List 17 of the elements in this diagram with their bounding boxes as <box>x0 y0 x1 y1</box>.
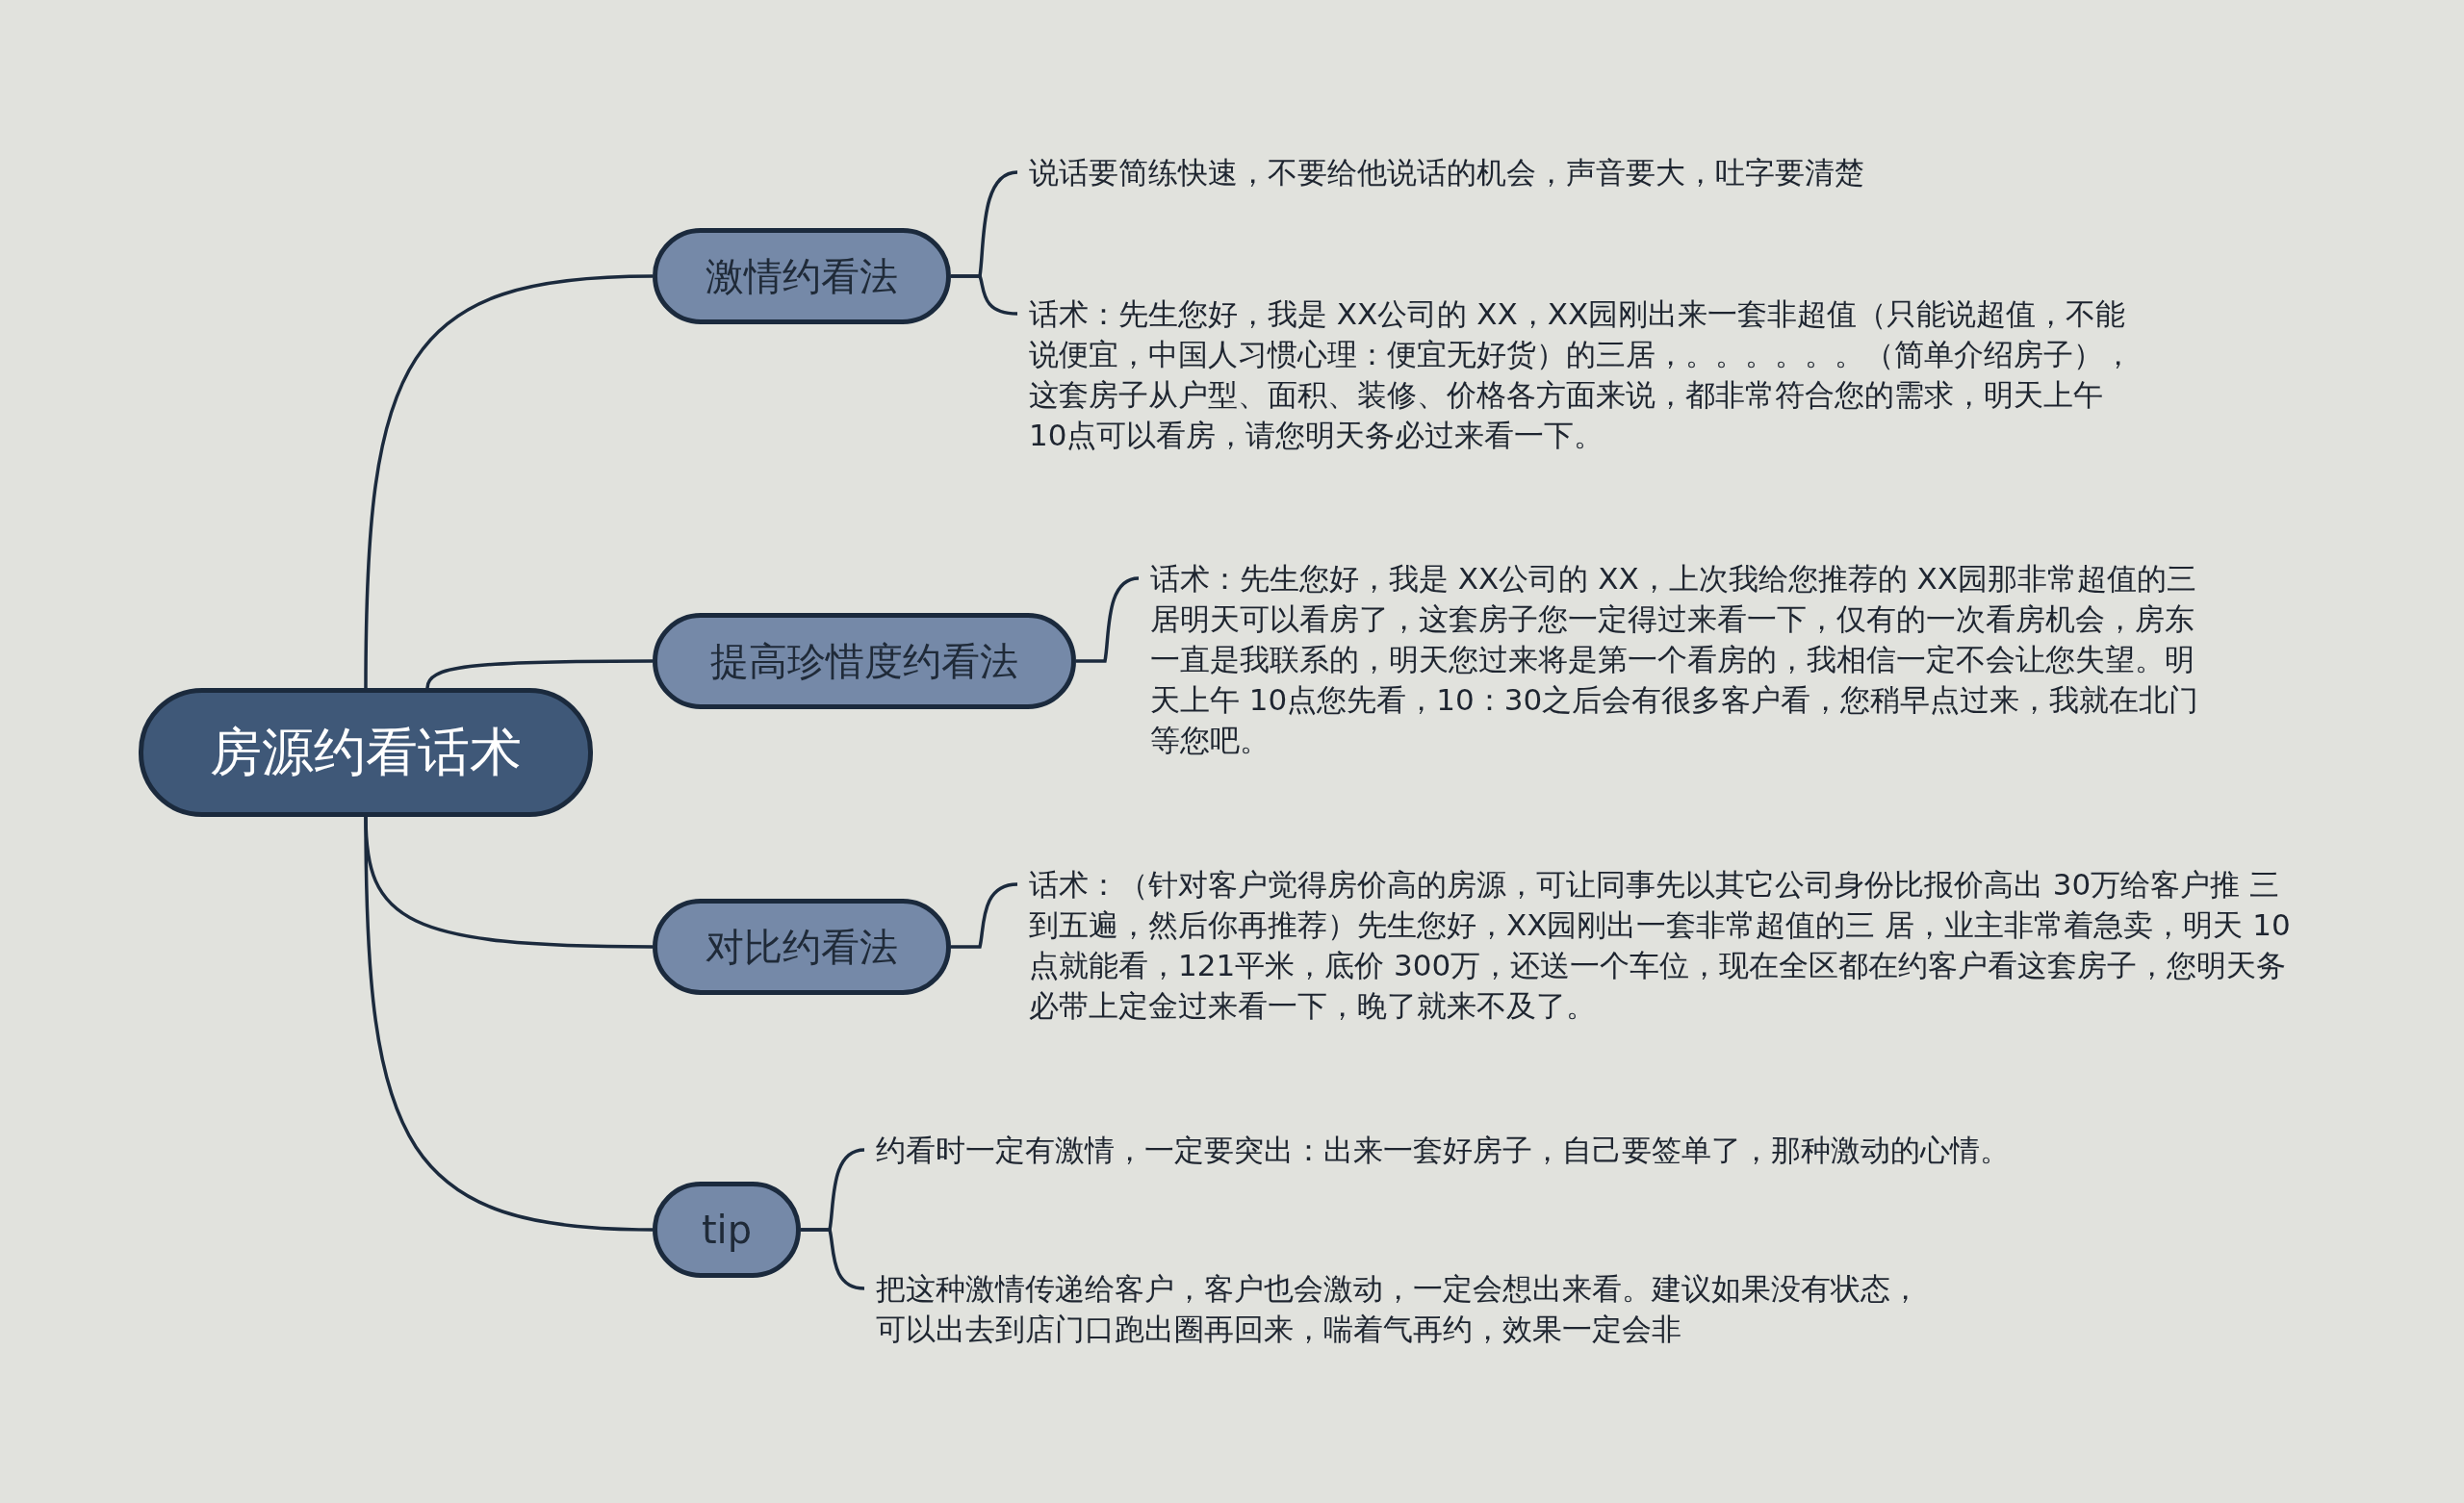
note-text: 把这种激情传递给客户，客户也会激动，一定会想出来看。建议如果没有状态，可以出去到店门口跑出圈再回来，喘着气再约，效果一定会非 <box>876 1268 1944 1349</box>
note-text: 说话要简练快速，不要给他说话的机会，声音要大，吐字要清楚 <box>1029 152 2184 192</box>
topic-box: 提高珍惜度约看法 <box>653 613 1076 709</box>
connector <box>951 882 1018 949</box>
topic-box: 激情约看法 <box>653 228 951 324</box>
connector <box>425 659 653 689</box>
topic-box: 对比约看法 <box>653 899 951 995</box>
note-text: 话术：（针对客户觉得房价高的房源，可让同事先以其它公司身份比报价高出 30万给客户推 三到五遍，然后你再推荐）先生您好，XX园刚出一套非常超值的三 居，业主非常着急卖，明天 10点就能看，121平米，底价 300万，还送一个车位，现在全区都在约客户看这套房子，您明天务必带上定金过来看一下，晚了就来不及了。 <box>1029 864 2309 1026</box>
connector <box>951 274 1018 316</box>
connector <box>364 274 654 689</box>
connector <box>364 816 654 1232</box>
connector <box>801 1228 865 1290</box>
central-topic: 房源约看话术 <box>139 688 593 817</box>
note-text: 约看时一定有激情，一定要突出：出来一套好房子，自己要签单了，那种激动的心情。 <box>876 1130 2223 1170</box>
topic-box: tip <box>653 1182 801 1278</box>
note-text: 话术：先生您好，我是 XX公司的 XX，上次我给您推荐的 XX园那非常超值的三居明天可以看房了，这套房子您一定得过来看一下，仅有的一次看房机会，房东一直是我联系的，明天您过来将是第一个看房的，我相信一定不会让您失望。明天上午 10点您先看，10：30之后会有很多客户看，您稍早点过来，我就在北门等您吧。 <box>1150 558 2214 760</box>
note-text: 话术：先生您好，我是 XX公司的 XX，XX园刚出来一套非超值（只能说超值，不能说便宜，中国人习惯心理：便宜无好货）的三居，。。。。。。（简单介绍房子），这套房子从户型、面积、装修、价格各方面来说，都非常符合您的需求，明天上午 10点可以看房，请您明天务必过来看一下。 <box>1029 293 2136 455</box>
